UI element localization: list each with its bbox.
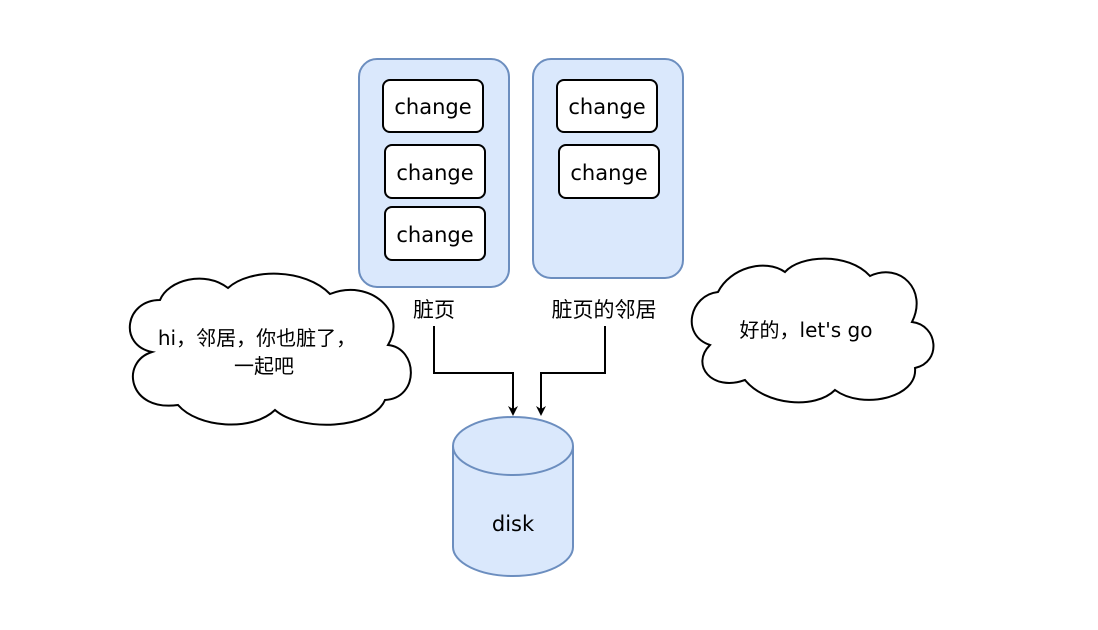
dirty-page-label: 脏页	[413, 298, 455, 322]
dirty-page-change-1: change	[382, 79, 484, 133]
change-label: change	[396, 161, 473, 185]
right-speech-cloud: 好的，let's go	[690, 257, 935, 404]
neighbor-page-label: 脏页的邻居	[552, 298, 657, 322]
left-cloud-line-1: hi，邻居，你也脏了，	[158, 326, 356, 350]
change-label: change	[396, 223, 473, 247]
dirty-page-change-2: change	[384, 144, 486, 199]
dirty-page: change change change	[358, 58, 510, 288]
left-speech-cloud: hi，邻居，你也脏了， 一起吧	[128, 272, 412, 426]
right-cloud-line-1: 好的，let's go	[740, 318, 873, 342]
change-label: change	[568, 95, 645, 119]
neighbor-page-change-2: change	[558, 144, 660, 199]
change-label: change	[394, 95, 471, 119]
disk-label: disk	[492, 512, 535, 536]
disk-cylinder: disk	[452, 416, 574, 577]
neighbor-page: change change	[532, 58, 684, 279]
neighbor-page-change-1: change	[556, 79, 658, 133]
change-label: change	[570, 161, 647, 185]
dirty-page-arrow	[433, 326, 518, 416]
neighbor-page-arrow	[536, 326, 606, 416]
dirty-page-change-3: change	[384, 206, 486, 261]
left-cloud-line-2: 一起吧	[234, 354, 294, 378]
